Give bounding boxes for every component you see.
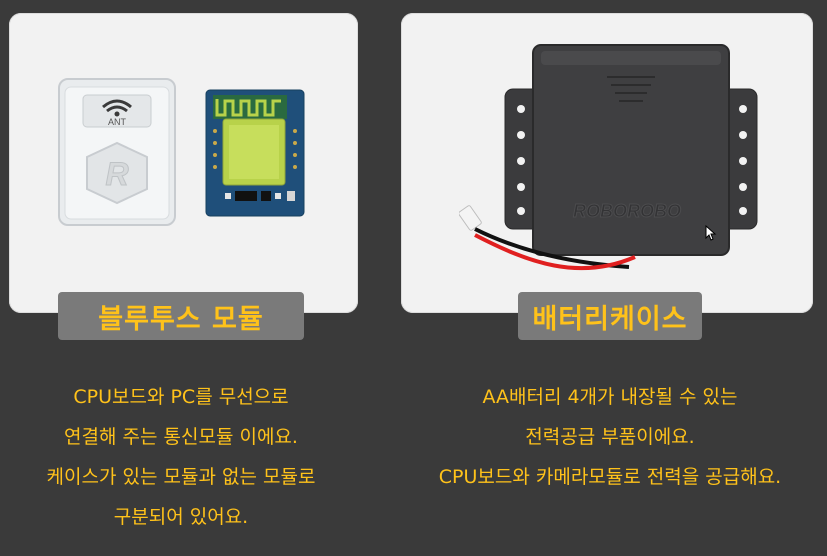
description-line: CPU보드와 카메라모듈로 전력을 공급해요. (438, 466, 782, 488)
bluetooth-pcb-image (205, 89, 305, 217)
description-line: CPU보드와 PC를 무선으로 (73, 386, 289, 408)
bluetooth-module-with-case-image: ANT R (58, 78, 176, 226)
embossed-logo: ROBOROBO (573, 201, 681, 221)
battery-case-image: ROBOROBO (459, 44, 758, 271)
description-line: 연결해 주는 통신모듈 이에요. (64, 426, 298, 448)
battery-case-card: ROBOROBO (401, 13, 813, 313)
bluetooth-module-description: CPU보드와 PC를 무선으로 연결해 주는 통신모듈 이에요. 케이스가 있는… (0, 377, 362, 537)
logo-letter: R (105, 156, 128, 192)
mouse-cursor-icon (705, 225, 717, 241)
description-line: 케이스가 있는 모듈과 없는 모듈로 (46, 466, 316, 488)
description-line: 전력공급 부품이에요. (525, 426, 695, 448)
description-line: AA배터리 4개가 내장될 수 있는 (482, 386, 738, 408)
bluetooth-module-card: ANT R (9, 13, 358, 313)
bluetooth-module-title: 블루투스 모듈 (58, 292, 304, 340)
case-label: ANT (108, 117, 127, 127)
description-line: 구분되어 있어요. (113, 506, 249, 528)
battery-case-title: 배터리케이스 (518, 292, 702, 340)
wifi-icon (102, 99, 132, 117)
battery-case-description: AA배터리 4개가 내장될 수 있는 전력공급 부품이에요. CPU보드와 카메… (400, 377, 820, 497)
